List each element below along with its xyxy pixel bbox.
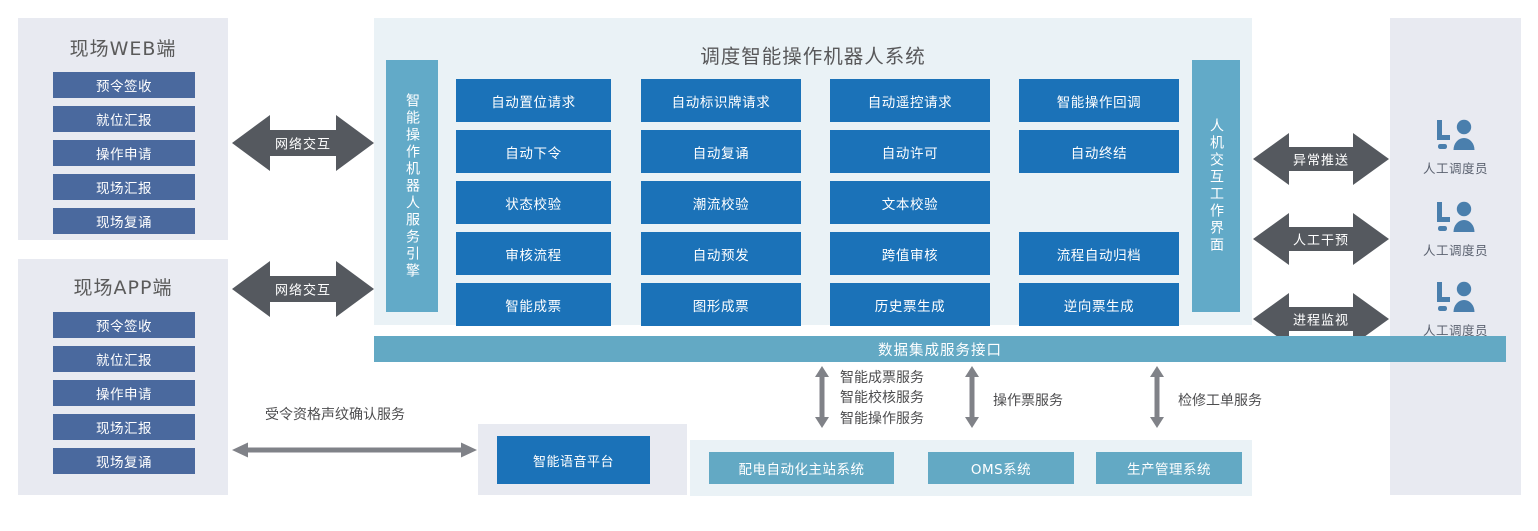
- web-client-item-0[interactable]: 预令签收: [53, 72, 195, 98]
- robot-service-engine-bar: 智能操作机器人服务引擎: [386, 60, 438, 312]
- feature-box[interactable]: 自动终结: [1019, 130, 1179, 173]
- operator-entry-0: 人工调度员: [1390, 118, 1521, 177]
- web-client-title: 现场WEB端: [69, 38, 177, 60]
- double-arrow-icon: [1253, 133, 1389, 185]
- service-arrow-3: [1150, 366, 1164, 428]
- service-arrow-2: [965, 366, 979, 428]
- double-arrow-icon: [1253, 213, 1389, 265]
- data-integration-service-bar: 数据集成服务接口: [374, 336, 1506, 362]
- feature-box[interactable]: 智能成票: [456, 283, 611, 326]
- operator-label: 人工调度员: [1422, 323, 1488, 338]
- service-label-2: 操作票服务: [993, 393, 1063, 409]
- app-client-item-3[interactable]: 现场汇报: [53, 414, 195, 440]
- feature-box[interactable]: 自动置位请求: [456, 79, 611, 122]
- service-label-1-line-1: 智能校核服务: [840, 390, 924, 407]
- web-client-item-3[interactable]: 现场汇报: [53, 174, 195, 200]
- voiceprint-service-label: 受令资格声纹确认服务: [265, 407, 405, 423]
- web-client-item-4[interactable]: 现场复诵: [53, 208, 195, 234]
- feature-box[interactable]: 审核流程: [456, 232, 611, 275]
- voice-platform-box[interactable]: 智能语音平台: [497, 436, 650, 484]
- feature-box[interactable]: 自动许可: [830, 130, 990, 173]
- hmi-interface-bar: 人机交互工作界面: [1192, 60, 1240, 312]
- robot-system-panel: 调度智能操作机器人系统 智能操作机器人服务引擎 人机交互工作界面 自动置位请求 …: [374, 18, 1252, 326]
- page-title: 调度智能操作机器人系统: [700, 45, 926, 68]
- feature-box[interactable]: 逆向票生成: [1019, 283, 1179, 326]
- network-arrow-app: 网络交互: [232, 259, 374, 319]
- feature-box[interactable]: 图形成票: [641, 283, 801, 326]
- operator-entry-1: 人工调度员: [1390, 200, 1521, 259]
- service-label-1: 智能成票服务 智能校核服务 智能操作服务: [840, 368, 924, 429]
- operator-label: 人工调度员: [1422, 243, 1488, 258]
- network-arrow-web: 网络交互: [232, 113, 374, 173]
- feature-box[interactable]: 自动预发: [641, 232, 801, 275]
- exception-push-arrow: 异常推送: [1253, 131, 1389, 187]
- operator-console-icon: [1436, 201, 1474, 232]
- feature-box[interactable]: 流程自动归档: [1019, 232, 1179, 275]
- feature-box[interactable]: 跨值审核: [830, 232, 990, 275]
- app-client-item-0[interactable]: 预令签收: [53, 312, 195, 338]
- app-client-panel: 现场APP端 预令签收 就位汇报 操作申请 现场汇报 现场复诵: [18, 259, 228, 495]
- double-arrow-icon: [232, 261, 374, 317]
- operator-entry-2: 人工调度员: [1390, 280, 1521, 339]
- operator-console-icon: [1436, 119, 1474, 150]
- operator-label: 人工调度员: [1422, 161, 1488, 176]
- web-client-item-2[interactable]: 操作申请: [53, 140, 195, 166]
- external-system-0[interactable]: 配电自动化主站系统: [709, 452, 894, 484]
- service-label-1-line-0: 智能成票服务: [840, 370, 924, 386]
- feature-box[interactable]: 文本校验: [830, 181, 990, 224]
- service-label-3: 检修工单服务: [1178, 393, 1262, 409]
- feature-box[interactable]: 自动下令: [456, 130, 611, 173]
- feature-box[interactable]: 历史票生成: [830, 283, 990, 326]
- feature-box[interactable]: 自动复诵: [641, 130, 801, 173]
- feature-box[interactable]: 潮流校验: [641, 181, 801, 224]
- manual-intervention-arrow: 人工干预: [1253, 211, 1389, 267]
- external-system-1[interactable]: OMS系统: [928, 452, 1074, 484]
- feature-box[interactable]: 智能操作回调: [1019, 79, 1179, 122]
- voiceprint-service-arrow: [232, 442, 477, 458]
- double-arrow-icon: [1253, 293, 1389, 345]
- operator-panel: 人工调度员 人工调度员 人工调度员: [1390, 18, 1521, 495]
- feature-box[interactable]: 状态校验: [456, 181, 611, 224]
- web-client-item-1[interactable]: 就位汇报: [53, 106, 195, 132]
- app-client-title: 现场APP端: [73, 277, 173, 299]
- feature-box[interactable]: 自动遥控请求: [830, 79, 990, 122]
- service-label-1-line-2: 智能操作服务: [840, 410, 924, 427]
- app-client-item-1[interactable]: 就位汇报: [53, 346, 195, 372]
- service-arrow-1: [815, 366, 829, 428]
- app-client-item-2[interactable]: 操作申请: [53, 380, 195, 406]
- feature-box[interactable]: 自动标识牌请求: [641, 79, 801, 122]
- web-client-panel: 现场WEB端 预令签收 就位汇报 操作申请 现场汇报 现场复诵: [18, 18, 228, 240]
- external-system-2[interactable]: 生产管理系统: [1096, 452, 1242, 484]
- app-client-item-4[interactable]: 现场复诵: [53, 448, 195, 474]
- operator-console-icon: [1436, 281, 1474, 312]
- double-arrow-icon: [232, 115, 374, 171]
